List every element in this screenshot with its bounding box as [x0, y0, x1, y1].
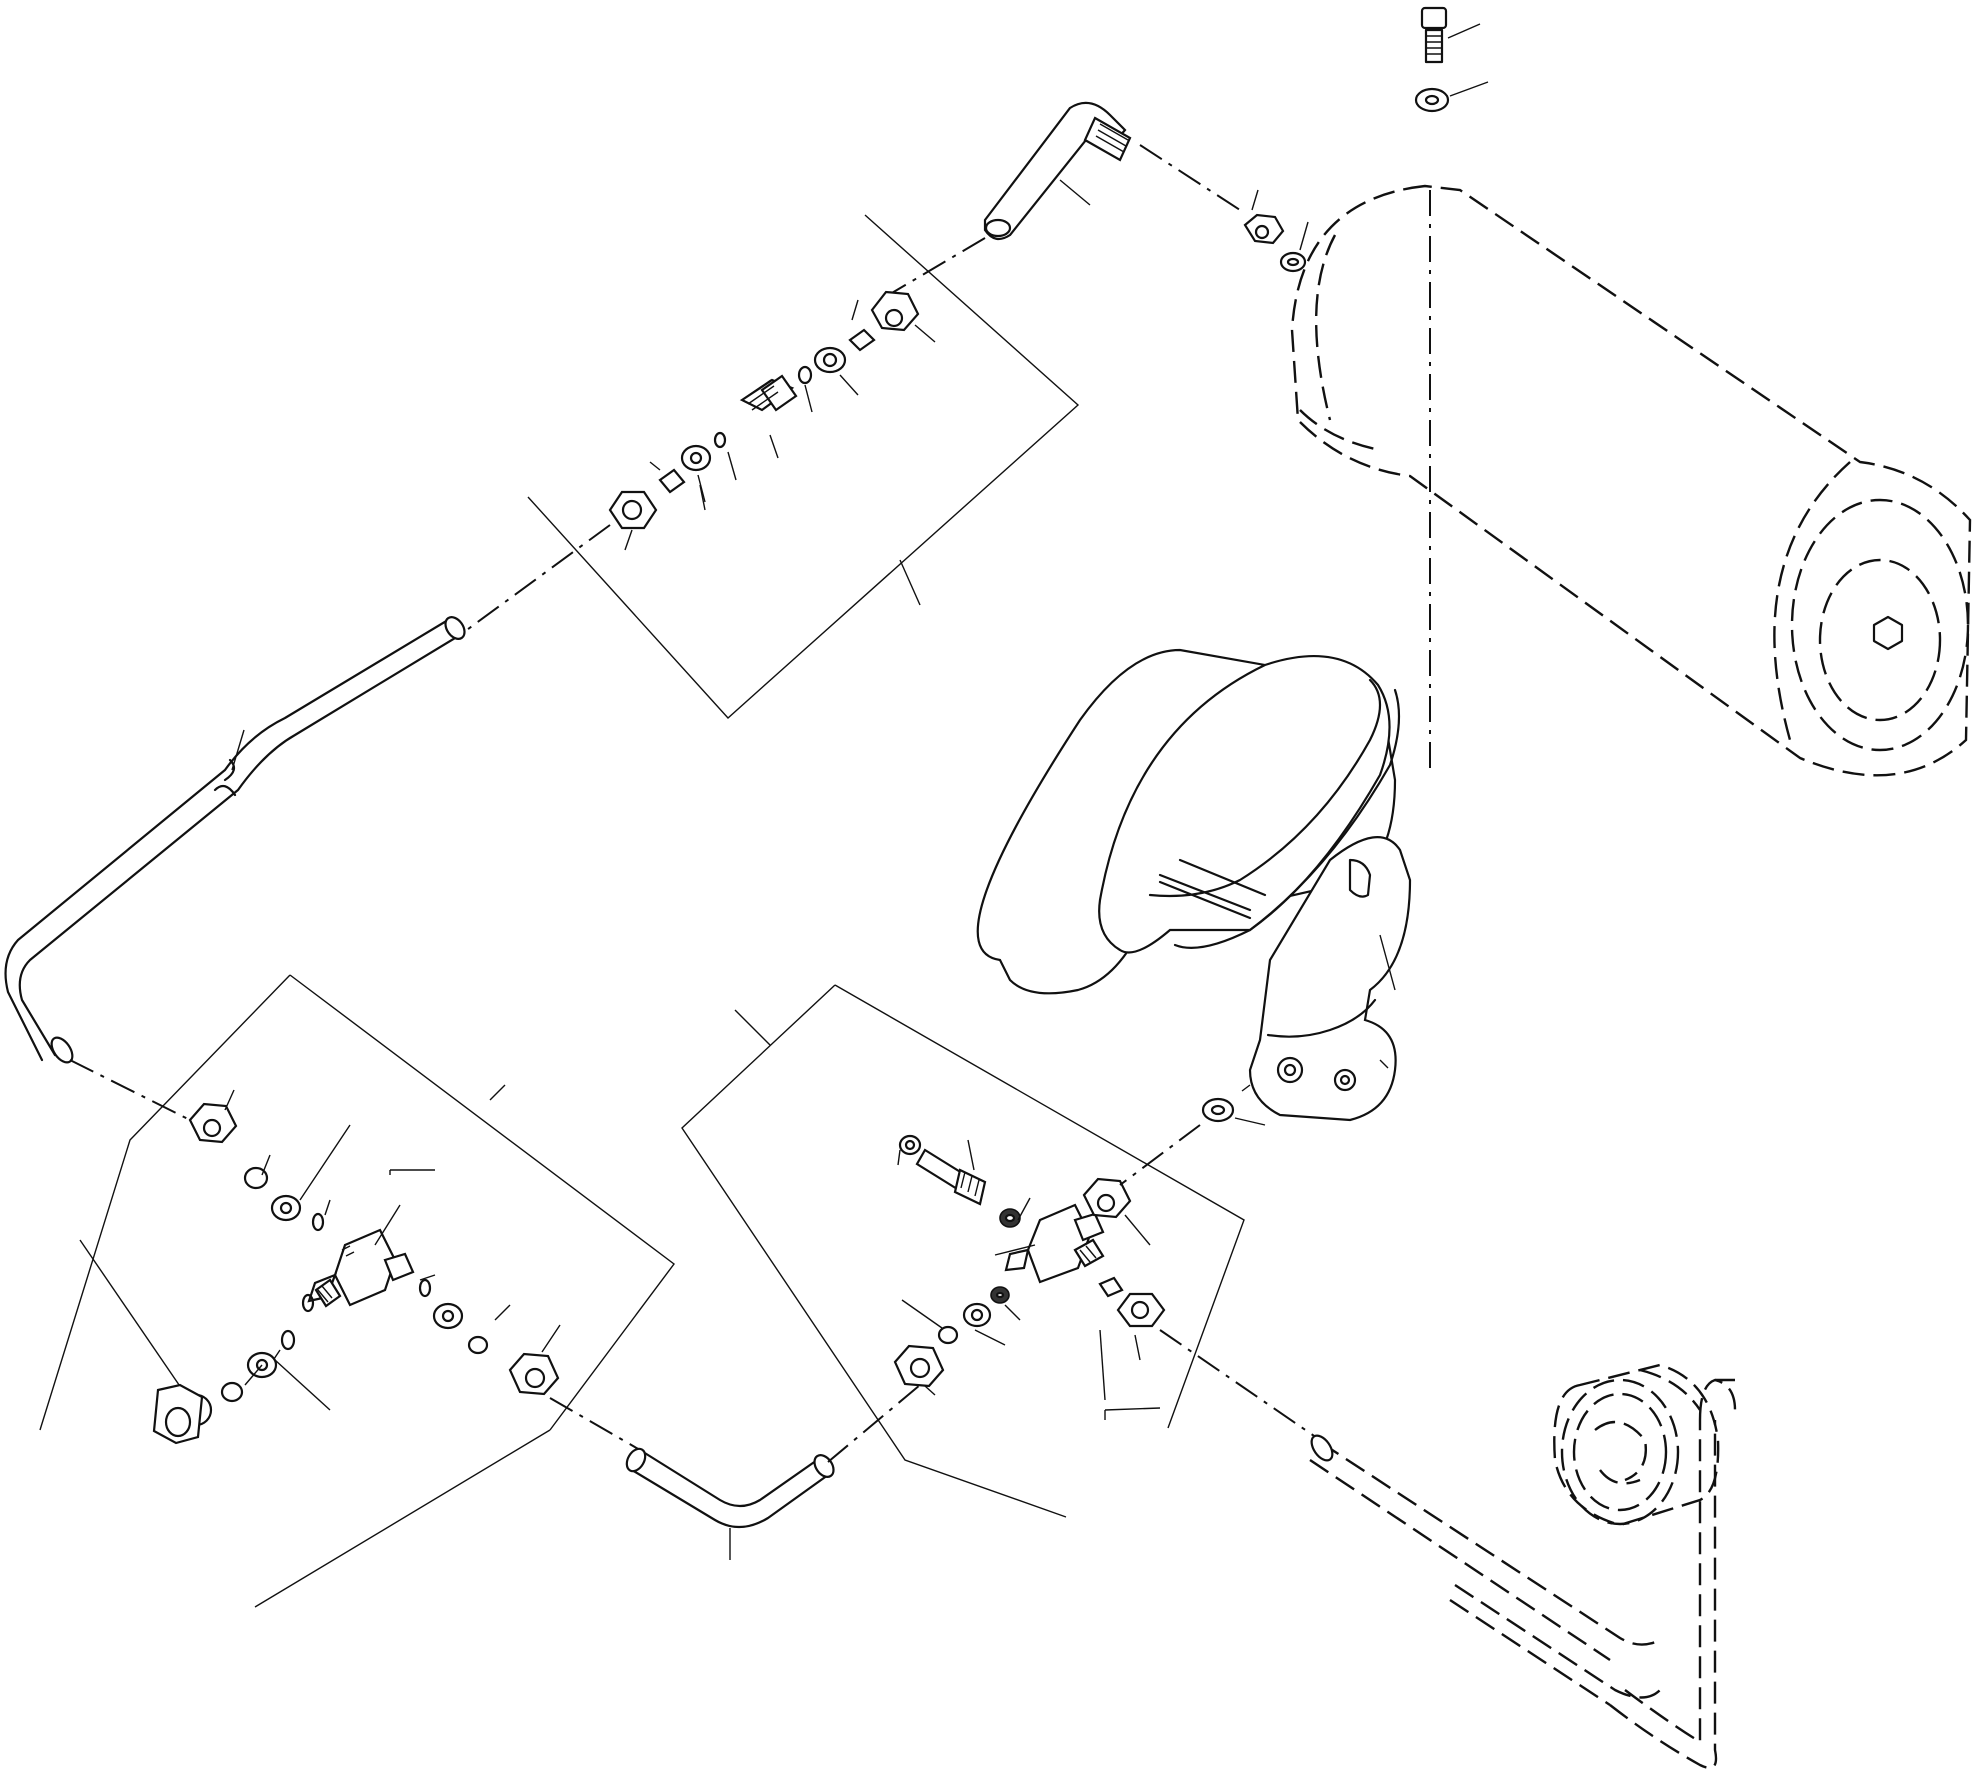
left-tee-fitting-assembly: [39, 974, 675, 1608]
tank-nut: [1243, 189, 1309, 273]
right-tee-fitting-assembly: [681, 984, 1266, 1518]
washer: [1414, 81, 1489, 113]
gauge: [1553, 1363, 1720, 1527]
bolt: [1420, 6, 1481, 64]
tubing-gauge: [1159, 1329, 1737, 1770]
upper-fitting-assembly: [527, 214, 1080, 719]
tubing-left: [4, 616, 466, 1064]
tubing-bottom: [549, 1384, 921, 1560]
pressure-switch: [976, 648, 1412, 1122]
air-tank: [1290, 184, 1972, 777]
elbow-fitting: [983, 101, 1132, 241]
